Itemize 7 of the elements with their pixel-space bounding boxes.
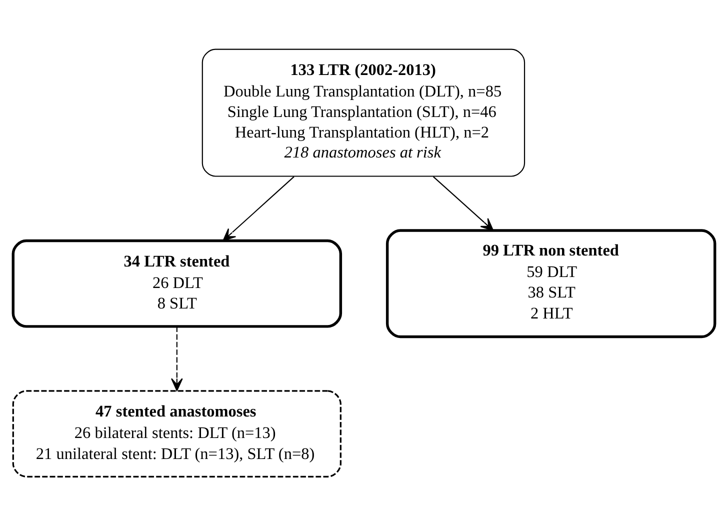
node-box: 34 LTR stented 26 DLT 8 SLT [12,239,342,328]
arrow [171,326,183,392]
arrow [432,176,494,231]
node-box: 133 LTR (2002-2013) Double Lung Transplantation (DLT), n=85 Single Lung Transplantation (SLT), n=46 Heart-lung Transplantation (HLT), n=2 218 anastomoses at risk [202,48,526,177]
node-box: 47 stented anastomoses 26 bilateral stents: DLT (n=13) 21 unilateral stent: DLT (n=13), SLT (n=8) [12,390,342,478]
node-box: 99 LTR non stented 59 DLT 38 SLT 2 HLT [386,229,716,338]
arrow [222,176,294,242]
